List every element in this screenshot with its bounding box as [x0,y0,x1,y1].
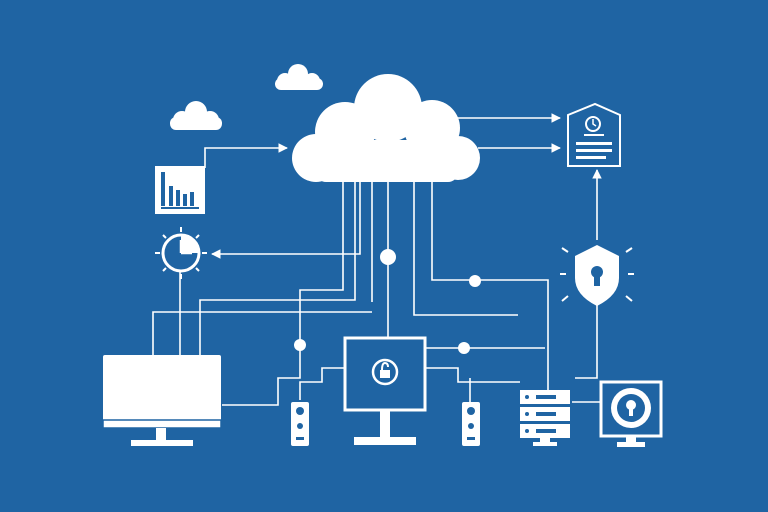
junction-dots [294,249,481,354]
small-cloud-icon [170,101,222,130]
speaker-icon [291,402,309,446]
speaker-icon [462,402,480,446]
line-monitor-bottom-left [299,367,345,400]
line-cloud-drop-5 [413,182,518,316]
line-shield-down [575,300,598,379]
line-left-network [152,311,372,355]
junction-dot [294,339,306,351]
junction-dot [469,275,481,287]
line-cloud-drop-6 [431,182,549,390]
server-rack-icon [520,390,570,446]
gear-clock-icon [155,227,207,279]
line-monitor-bottom-right [425,367,520,383]
document-badge-icon [567,102,621,167]
arrow-cloud-to-gear [211,180,361,259]
desktop-monitor-icon [102,355,222,446]
arrow-chart-to-cloud [204,143,288,168]
bar-chart-icon [155,166,205,214]
junction-dot [380,249,396,265]
padlock-display-icon [599,380,663,447]
junction-dot [458,342,470,354]
small-cloud-icon [275,64,323,90]
line-cloud-drop-2 [199,182,356,355]
shield-lock-icon [560,245,634,306]
secure-monitor-icon [343,336,427,445]
line-cloud-drop-1 [222,182,344,406]
cloud-icon [292,74,480,182]
connection-lines [152,113,602,406]
